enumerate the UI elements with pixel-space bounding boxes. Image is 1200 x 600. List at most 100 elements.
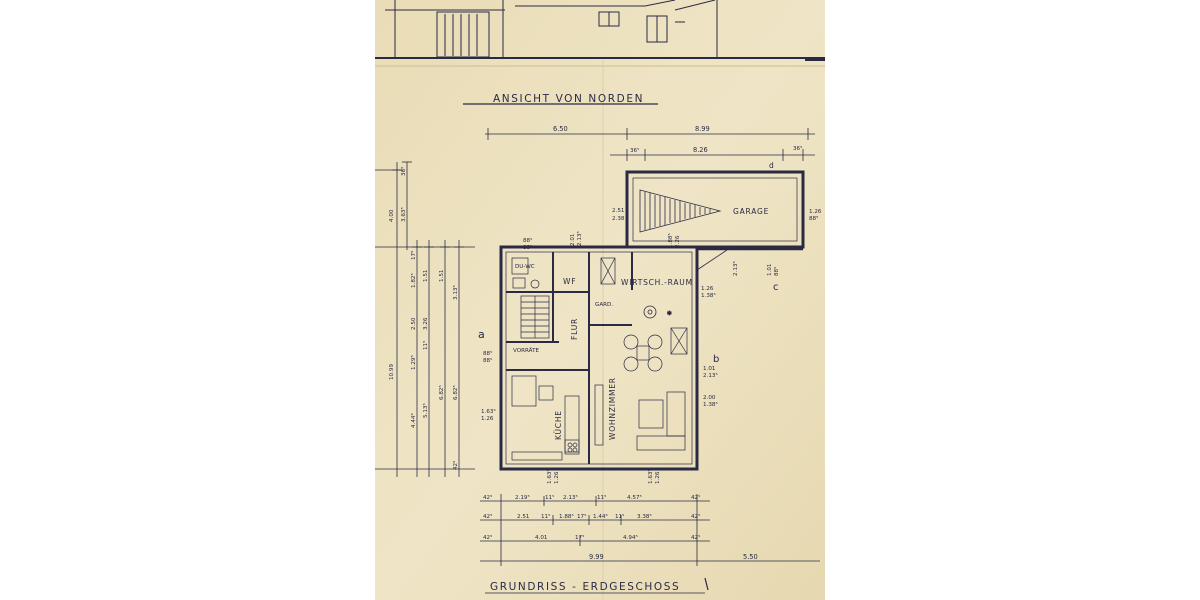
dim-garage-door-1: 1.01 bbox=[767, 263, 773, 276]
dim-v-e2: 6.82⁵ bbox=[452, 385, 459, 400]
dim-left-2: 88⁵ bbox=[483, 357, 492, 364]
top-dimension-lines bbox=[485, 128, 815, 161]
dim-door-4: 2.26 bbox=[675, 235, 681, 248]
living-room-furniture bbox=[594, 327, 688, 451]
dim-bottom-inner-1: 1.63⁵ bbox=[546, 469, 553, 484]
dim-bottom-inner-3: 1.63⁵ bbox=[647, 469, 654, 484]
dim-garage-door-2: 88⁵ bbox=[773, 267, 780, 276]
dim-garage-r2: 88⁵ bbox=[809, 215, 818, 222]
dim-row3-cell: 42⁵ bbox=[483, 534, 492, 541]
dim-right-5: 2.00 bbox=[703, 395, 716, 401]
dim-row1-cell: 11⁵ bbox=[597, 494, 606, 501]
svg-text:✲: ✲ bbox=[667, 310, 672, 317]
dim-v-b1: 1.82⁵ bbox=[410, 273, 417, 288]
dim-total-width: 9.99 bbox=[589, 553, 604, 561]
dim-v-c3: 5.13⁵ bbox=[422, 403, 429, 418]
dim-row1-cell: 4.57⁵ bbox=[627, 494, 642, 501]
floor-plan-title: GRUNDRISS - ERDGESCHOSS bbox=[490, 581, 680, 593]
dim-v-d2: 6.82⁵ bbox=[438, 385, 445, 400]
boiler-symbols: ✲ bbox=[643, 305, 672, 319]
dim-v-wall-3: 42⁵ bbox=[452, 461, 459, 470]
dim-row3-cell: 4.01 bbox=[535, 535, 548, 541]
dim-v-c1: 1.51 bbox=[423, 269, 429, 282]
dim-row2-cell: 1.88⁵ bbox=[559, 513, 574, 520]
room-label-wohnzimmer: WOHNZIMMER bbox=[608, 377, 617, 440]
section-mark-b: b bbox=[713, 354, 720, 365]
dim-v-b4: 4.44⁵ bbox=[410, 413, 417, 428]
dim-right-1: 1.26 bbox=[701, 286, 714, 292]
room-label-vorraete: VORRÄTE bbox=[513, 347, 539, 354]
room-label-flur: FLUR bbox=[570, 318, 579, 340]
dim-door-1: 2.01 bbox=[570, 233, 576, 246]
dim-right-2: 1.38⁵ bbox=[701, 292, 716, 299]
dim-row3-cell: 4.94⁵ bbox=[623, 534, 638, 541]
dim-row1-cell: 2.13⁵ bbox=[563, 494, 578, 501]
dim-v-a2: 3.63⁵ bbox=[400, 207, 407, 222]
dim-garage-door-3: 2.13⁵ bbox=[732, 261, 739, 276]
dim-v-c2: 3.26 bbox=[423, 317, 429, 330]
dim-garage-inner: 8.26 bbox=[693, 146, 708, 154]
bottom-dimension-lines bbox=[480, 494, 820, 566]
blueprint-sheet: ANSICHT VON NORDEN 6.50 8.99 36⁵ 8.26 36… bbox=[375, 0, 825, 600]
dim-v-b2: 2.50 bbox=[411, 317, 417, 330]
pen-mark bbox=[704, 577, 709, 591]
dim-v-wall: 17⁵ bbox=[410, 251, 417, 260]
dim-row1-cell: 2.19⁵ bbox=[515, 494, 530, 501]
dim-row2-cell: 3.38⁵ bbox=[637, 513, 652, 520]
vertical-dimension-lines bbox=[375, 161, 475, 477]
room-label-garage: GARAGE bbox=[733, 207, 769, 216]
dim-row2-cell: 11⁵ bbox=[541, 513, 550, 520]
dim-v-wall-2: 11⁵ bbox=[422, 341, 429, 350]
dim-entry-2: 88⁵ bbox=[523, 244, 532, 251]
dim-door-3: 1.88⁵ bbox=[667, 233, 674, 248]
dim-v-a1: 36⁵ bbox=[400, 167, 407, 176]
door-swing bbox=[696, 249, 728, 271]
dim-row2-cell: 17⁵ bbox=[577, 513, 586, 520]
house-outer-walls bbox=[499, 245, 699, 471]
dim-v-d1: 1.51 bbox=[439, 269, 445, 282]
dim-row3-cell: 17⁵ bbox=[575, 534, 584, 541]
dim-row3-cell: 42⁵ bbox=[691, 534, 700, 541]
dim-garage-width: 5.50 bbox=[743, 553, 758, 561]
dim-row-1: 42⁵ 2.19⁵ 11⁵ 2.13⁵ 11⁵ 4.57⁵ 42⁵ bbox=[483, 494, 700, 501]
dim-garage-h2: 2.38 bbox=[612, 216, 625, 222]
dim-right-4: 2.13⁵ bbox=[703, 372, 718, 379]
dim-left-4: 1.26 bbox=[481, 416, 494, 422]
garage-walls bbox=[625, 170, 805, 249]
dim-row1-cell: 42⁵ bbox=[483, 494, 492, 501]
dim-door-2: 2.13⁵ bbox=[576, 231, 583, 246]
dim-wall-left: 36⁵ bbox=[630, 147, 639, 154]
dim-row2-cell: 42⁵ bbox=[691, 513, 700, 520]
dim-v-outer-bottom: 10.99 bbox=[389, 364, 395, 380]
dim-right-3: 1.01 bbox=[703, 366, 716, 372]
dim-v-b3: 1.29⁵ bbox=[410, 355, 417, 370]
dim-row2-cell: 42⁵ bbox=[483, 513, 492, 520]
elevation-title: ANSICHT VON NORDEN bbox=[493, 93, 644, 105]
dim-right-6: 1.38⁵ bbox=[703, 401, 718, 408]
room-label-du-wc: DU-WC bbox=[515, 264, 535, 270]
staircase bbox=[520, 295, 550, 339]
dim-v-outer-top: 4.00 bbox=[389, 209, 395, 222]
dim-left-1: 88⁵ bbox=[483, 350, 492, 357]
room-label-kueche: KÜCHE bbox=[554, 410, 563, 440]
dim-bottom-inner-2: 1.26 bbox=[554, 471, 560, 484]
dim-row-2: 42⁵ 2.51 11⁵ 1.88⁵ 17⁵ 1.44⁵ 11⁵ 3.38⁵ 4… bbox=[483, 513, 700, 520]
room-label-gard: GARD. bbox=[595, 302, 613, 308]
section-mark-c: c bbox=[773, 282, 779, 293]
dim-garage-r1: 1.26 bbox=[809, 209, 822, 215]
dim-row2-cell: 11⁵ bbox=[615, 513, 624, 520]
dim-v-e1: 3.13⁵ bbox=[452, 285, 459, 300]
room-label-wf: WF bbox=[563, 277, 576, 286]
dim-top-right: 8.99 bbox=[695, 125, 710, 133]
dim-row2-cell: 1.44⁵ bbox=[593, 513, 608, 520]
dim-row1-cell: 11⁵ bbox=[545, 494, 554, 501]
dim-row1-cell: 42⁵ bbox=[691, 494, 700, 501]
section-mark-d: d bbox=[769, 161, 775, 170]
dim-garage-h1: 2.51 bbox=[612, 208, 625, 214]
dim-wall-right: 36⁵ bbox=[793, 145, 802, 152]
dim-top-left: 6.50 bbox=[553, 125, 568, 133]
paper-background bbox=[375, 0, 825, 600]
dim-bottom-inner-4: 1.26 bbox=[655, 471, 661, 484]
room-label-wirtschaftsraum: WIRTSCH.-RAUM bbox=[621, 278, 693, 287]
section-mark-a: a bbox=[478, 328, 486, 341]
